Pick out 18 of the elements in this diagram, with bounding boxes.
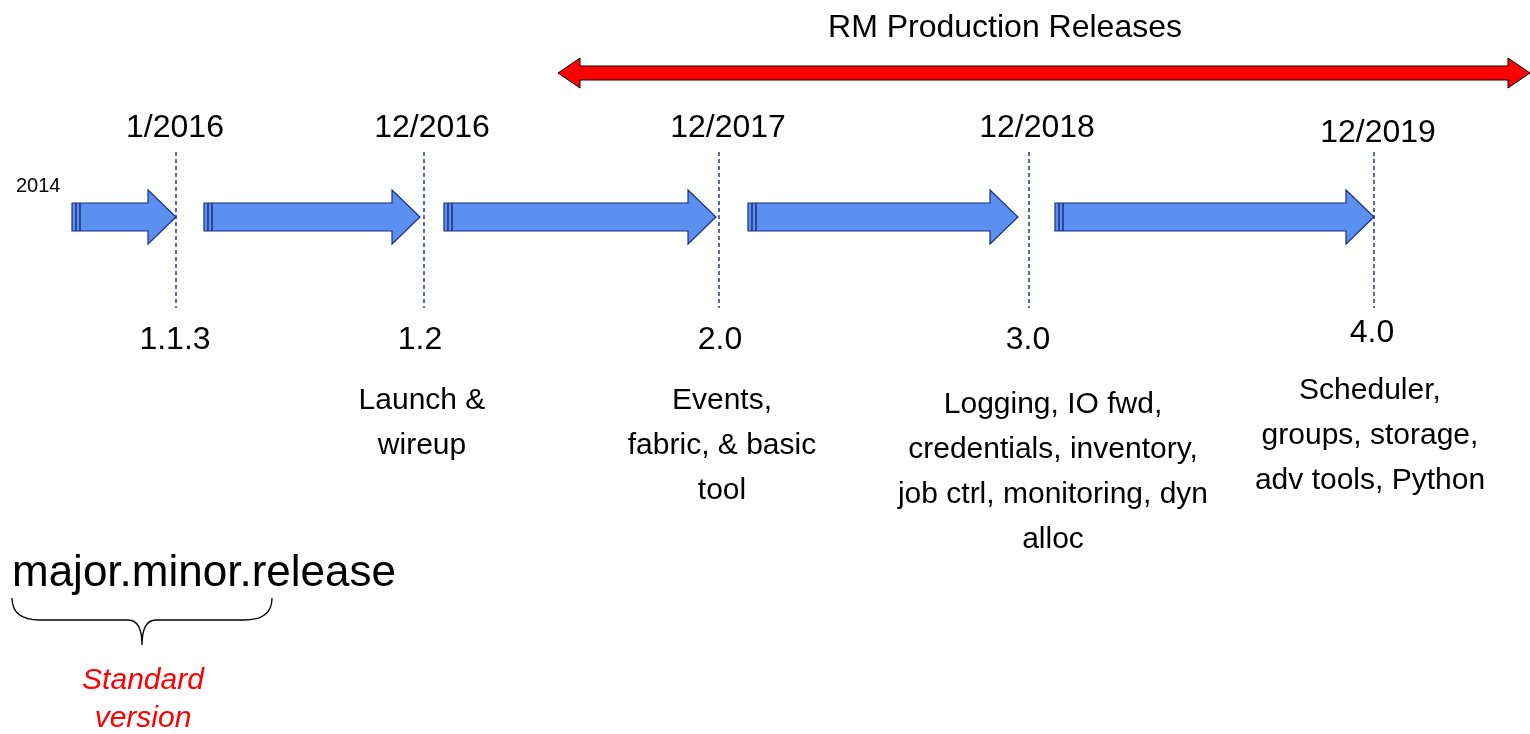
note-label: Standard version — [81, 661, 206, 734]
version-label: 3.0 — [1005, 320, 1051, 357]
feature-note: Launch & wireup — [357, 381, 487, 462]
year-label: 2014 — [16, 174, 61, 197]
date-label: 1/2016 — [126, 108, 224, 145]
version-label: 1.1.3 — [139, 320, 211, 357]
feature-note: Scheduler, groups, storage, adv tools, Python — [1253, 371, 1487, 497]
version-label: 2.0 — [697, 320, 743, 357]
version-format-label: major.minor.release — [12, 546, 396, 597]
date-label: 12/2019 — [1320, 113, 1436, 150]
feature-note: Logging, IO fwd, credentials, inventory, job ctrl, monitoring, dyn alloc — [896, 385, 1210, 556]
feature-note: Events, fabric, & basic tool — [627, 381, 817, 507]
date-label: 12/2016 — [374, 108, 490, 145]
date-label: 12/2017 — [670, 108, 786, 145]
span-label: RM Production Releases — [828, 8, 1182, 45]
date-label: 12/2018 — [979, 108, 1095, 145]
version-label: 1.2 — [397, 320, 443, 357]
version-label: 4.0 — [1349, 313, 1395, 350]
